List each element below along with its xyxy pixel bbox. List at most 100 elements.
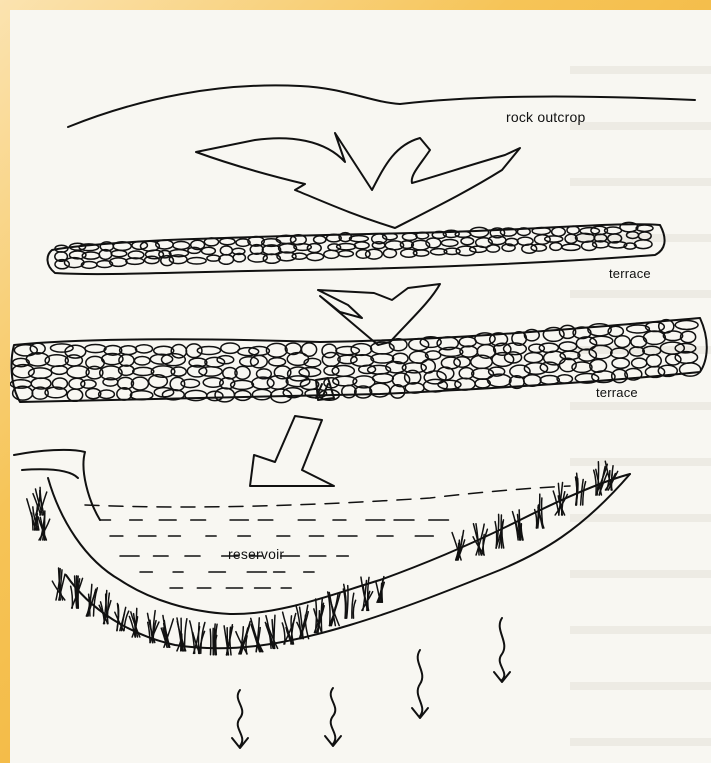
stone <box>221 343 240 353</box>
stone <box>187 257 206 264</box>
stone <box>269 358 286 366</box>
stone <box>85 345 106 353</box>
seepage-arrow <box>232 690 248 748</box>
grass-blade <box>583 482 586 505</box>
stone <box>615 336 630 348</box>
stone <box>205 357 225 367</box>
stone <box>170 377 185 390</box>
stone <box>81 380 96 388</box>
stone <box>338 251 353 257</box>
stone <box>470 227 489 237</box>
label-terrace-1: terrace <box>609 266 651 281</box>
label-rock-outcrop: rock outcrop <box>506 109 585 125</box>
stone <box>51 366 67 375</box>
label-reservoir: reservoir <box>228 546 284 562</box>
stone <box>540 375 559 384</box>
stone <box>336 346 360 354</box>
stone <box>314 236 326 244</box>
stone <box>337 243 356 249</box>
stone <box>292 253 307 259</box>
stone <box>171 367 186 376</box>
stone <box>552 227 566 236</box>
stone <box>29 368 52 378</box>
stone <box>487 245 500 252</box>
stone <box>299 368 321 377</box>
stone <box>632 358 647 368</box>
stone <box>461 238 474 245</box>
stone <box>324 250 339 258</box>
stone <box>332 366 354 377</box>
stone <box>402 233 417 240</box>
stone <box>545 236 563 242</box>
stone <box>235 391 251 401</box>
stone <box>307 244 321 253</box>
stone <box>186 344 202 358</box>
stone <box>590 336 613 345</box>
stone <box>679 363 700 376</box>
rock-outcrop-line <box>68 85 695 127</box>
stone <box>202 247 216 254</box>
seepage-arrow <box>325 688 341 746</box>
stone <box>111 250 127 256</box>
flow-arrow-3 <box>250 416 334 486</box>
stone <box>643 346 661 355</box>
stone <box>181 379 200 387</box>
grass-blade <box>210 629 211 655</box>
grass-tufts <box>27 461 618 655</box>
stone <box>441 239 458 246</box>
grass-blade <box>594 470 596 495</box>
stone <box>14 345 37 356</box>
stone <box>220 246 232 255</box>
reservoir-bank-left <box>48 474 630 614</box>
flow-arrow-1 <box>196 133 520 228</box>
grass-blade <box>382 580 383 602</box>
stone <box>217 356 234 364</box>
stone <box>351 344 372 356</box>
stone <box>550 243 562 251</box>
stone <box>82 252 99 259</box>
stone <box>219 255 234 265</box>
seepage-arrow <box>494 618 510 682</box>
stone <box>413 250 429 256</box>
stone <box>524 363 547 374</box>
stone <box>220 238 235 244</box>
stone <box>675 320 698 329</box>
stone <box>634 240 652 249</box>
stone <box>366 249 383 259</box>
stone <box>455 378 475 390</box>
stone <box>134 356 150 365</box>
stone <box>646 355 661 367</box>
stone <box>50 344 73 352</box>
stone <box>197 346 220 354</box>
stone <box>145 256 160 263</box>
stone <box>638 232 651 240</box>
grass-blade <box>353 600 355 618</box>
stone <box>252 389 271 399</box>
stone <box>354 242 369 249</box>
reservoir-rim-inner <box>22 469 78 478</box>
stone <box>67 389 82 401</box>
stone <box>643 331 665 344</box>
stone <box>611 348 629 358</box>
stone <box>576 337 596 350</box>
stone <box>373 374 394 383</box>
stone <box>578 349 596 361</box>
stone <box>666 354 681 365</box>
stone <box>349 236 368 242</box>
stone <box>470 246 487 252</box>
flow-arrow-2 <box>318 284 440 345</box>
seepage-arrow <box>412 650 428 718</box>
stone <box>631 336 647 347</box>
stone <box>409 351 428 363</box>
stone <box>307 253 324 261</box>
stone <box>409 339 429 351</box>
diagram-paper: rock outcrop terrace terrace reservoir <box>10 10 711 763</box>
stone <box>424 371 446 384</box>
stone <box>135 345 152 353</box>
stone <box>627 232 639 239</box>
stone <box>559 342 577 351</box>
grass-blade <box>78 579 80 608</box>
reservoir-rim-outer <box>14 450 100 520</box>
stone <box>301 343 316 356</box>
stone <box>636 225 653 231</box>
